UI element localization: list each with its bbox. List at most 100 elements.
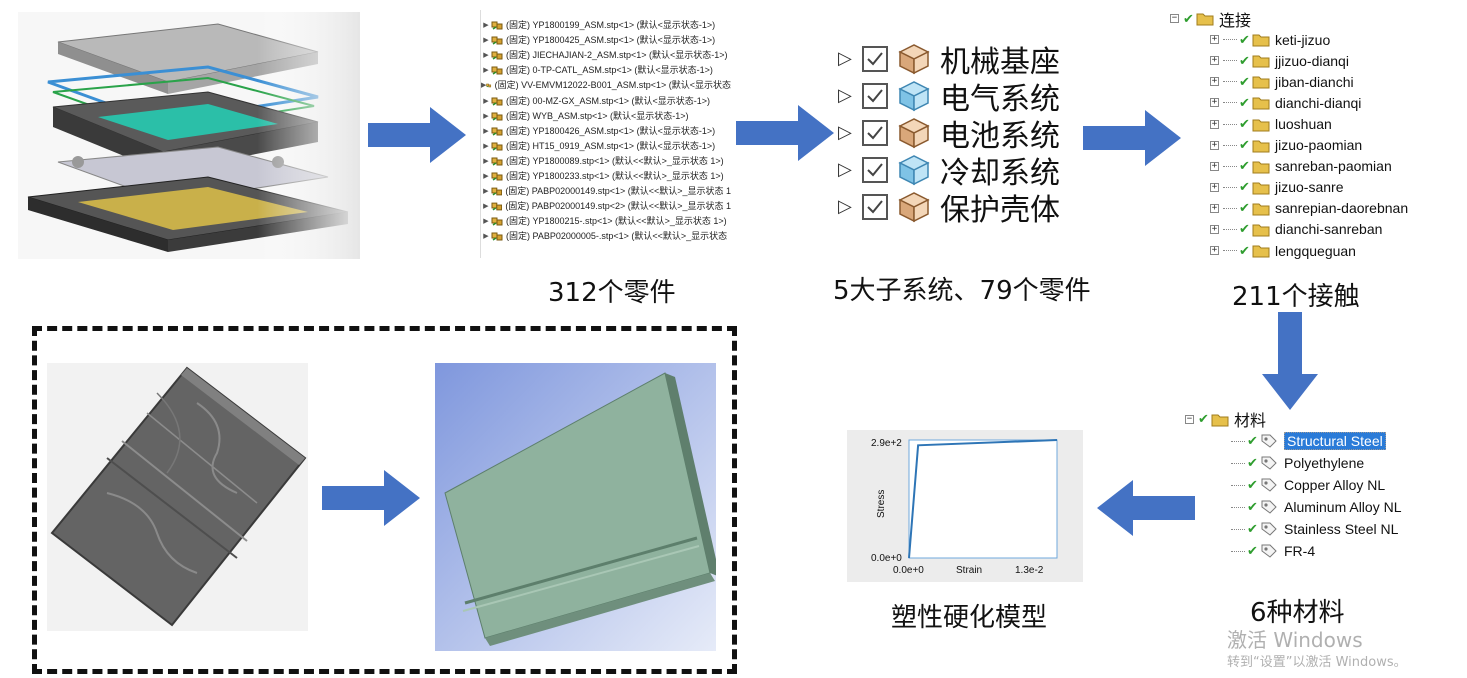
expand-triangle-icon[interactable]: ▶ xyxy=(483,22,489,30)
connections-tree: − ✔ 连接 +✔keti-jizuo+✔jjizuo-dianqi+✔jiba… xyxy=(1170,8,1430,268)
connection-label: sanreban-paomian xyxy=(1275,158,1392,175)
check-icon: ✔ xyxy=(1239,158,1250,174)
check-icon: ✔ xyxy=(1198,411,1209,426)
material-item[interactable]: ✔Structural Steel xyxy=(1185,430,1425,452)
expand-icon[interactable]: + xyxy=(1210,34,1219,45)
check-icon: ✔ xyxy=(1247,455,1258,470)
expand-triangle-icon[interactable]: ▶ xyxy=(483,218,489,226)
caption-subsystems: 5大子系统、79个零件 xyxy=(833,276,1091,306)
connection-item[interactable]: +✔jiban-dianchi xyxy=(1170,71,1430,92)
material-item[interactable]: ✔FR-4 xyxy=(1185,540,1425,562)
expand-icon[interactable]: + xyxy=(1210,160,1219,171)
feature-tree-item[interactable]: ▶(固定) PABP02000149.stp<2> (默认<<默认>_显示状态 … xyxy=(481,199,731,214)
expand-icon[interactable]: + xyxy=(1210,202,1219,213)
checkbox[interactable] xyxy=(862,119,888,146)
collapse-icon[interactable]: − xyxy=(1170,13,1179,24)
expand-icon[interactable]: + xyxy=(1210,139,1219,150)
feature-tree-item[interactable]: ▶(固定) YP1800233.stp<1> (默认<<默认>_显示状态 1>) xyxy=(481,169,731,184)
feature-tree-item[interactable]: ▶ (固定) PABP02000149.stp<1> (默认<<默认>_显示状态 … xyxy=(481,184,731,199)
subsystem-item[interactable]: ▷冷却系统 xyxy=(838,151,1078,191)
expand-icon[interactable]: + xyxy=(1210,223,1219,234)
expand-triangle-icon[interactable]: ▷ xyxy=(838,85,852,105)
feature-tree-item[interactable]: ▶(固定) HT15_0919_ASM.stp<1> (默认<显示状态-1>) xyxy=(481,139,731,154)
material-item[interactable]: ✔Stainless Steel NL xyxy=(1185,518,1425,540)
material-item[interactable]: ✔Copper Alloy NL xyxy=(1185,474,1425,496)
feature-tree-item[interactable]: ▶(固定) PABP02000005-.stp<1> (默认<<默认>_显示状态 xyxy=(481,229,731,244)
materials-root-label: 材料 xyxy=(1234,411,1267,430)
expand-triangle-icon[interactable]: ▷ xyxy=(838,122,852,142)
checkbox[interactable] xyxy=(862,156,888,183)
folder-icon xyxy=(1252,245,1270,258)
expand-triangle-icon[interactable]: ▷ xyxy=(838,196,852,216)
expand-triangle-icon[interactable]: ▶ xyxy=(483,97,489,105)
connection-item[interactable]: + ✔ sanreban-paomian xyxy=(1170,156,1430,177)
connection-item[interactable]: +✔jizuo-paomian xyxy=(1170,135,1430,156)
expand-triangle-icon[interactable]: ▶ xyxy=(481,82,487,90)
checkbox[interactable] xyxy=(862,193,888,220)
check-icon: ✔ xyxy=(1239,179,1250,195)
feature-tree-item[interactable]: ▶(固定) YP1800426_ASM.stp<1> (默认<显示状态-1>) xyxy=(481,124,731,139)
assembly-icon xyxy=(491,142,503,151)
connection-label: lengqueguan xyxy=(1275,242,1356,259)
connection-item[interactable]: +✔jjizuo-dianqi xyxy=(1170,50,1430,71)
expand-icon[interactable]: + xyxy=(1210,76,1219,87)
material-item[interactable]: ✔Polyethylene xyxy=(1185,452,1425,474)
checkbox[interactable] xyxy=(862,45,888,72)
material-item[interactable]: ✔Aluminum Alloy NL xyxy=(1185,496,1425,518)
subsystem-item[interactable]: ▷机械基座 xyxy=(838,40,1078,80)
feature-tree-item[interactable]: ▶(固定) WYB_ASM.stp<1> (默认<显示状态-1>) xyxy=(481,109,731,124)
assembly-icon xyxy=(491,36,503,45)
feature-tree-item[interactable]: ▶(固定) VV-EMVM12022-B001_ASM.stp<1> (默认<显… xyxy=(481,78,731,93)
collapse-icon[interactable]: − xyxy=(1185,413,1194,424)
subsystem-item[interactable]: ▷电气系统 xyxy=(838,77,1078,117)
connection-item[interactable]: +✔dianchi-dianqi xyxy=(1170,92,1430,113)
blue-cube-icon xyxy=(898,80,930,111)
subsystem-list: ▷机械基座▷电气系统▷电池系统▷冷却系统▷保护壳体 xyxy=(838,40,1078,230)
expand-triangle-icon[interactable]: ▶ xyxy=(483,188,489,196)
connection-item[interactable]: +✔lengqueguan xyxy=(1170,240,1430,261)
expand-triangle-icon[interactable]: ▶ xyxy=(483,112,489,120)
folder-icon xyxy=(1252,224,1270,237)
caption-contacts: 211个接触 xyxy=(1232,282,1360,312)
feature-tree-item[interactable]: ▶(固定) YP1800089.stp<1> (默认<<默认>_显示状态 1>) xyxy=(481,154,731,169)
expand-triangle-icon[interactable]: ▶ xyxy=(483,67,489,75)
expand-triangle-icon[interactable]: ▶ xyxy=(483,52,489,60)
expand-triangle-icon[interactable]: ▶ xyxy=(483,203,489,211)
feature-tree-item-label: (固定) PABP02000149.stp<1> (默认<<默认>_显示状态 1 xyxy=(505,186,731,197)
feature-tree-item[interactable]: ▶ (固定) JIECHAJIAN-2_ASM.stp<1> (默认<显示状态-1… xyxy=(481,48,731,63)
tree-connector xyxy=(1223,144,1237,146)
feature-tree-item[interactable]: ▶(固定) YP1800425_ASM.stp<1> (默认<显示状态-1>) xyxy=(481,33,731,48)
connection-item[interactable]: +✔jizuo-sanre xyxy=(1170,177,1430,198)
expand-icon[interactable]: + xyxy=(1210,245,1219,256)
folder-icon xyxy=(1252,140,1270,153)
checkbox[interactable] xyxy=(862,82,888,109)
connection-item[interactable]: +✔dianchi-sanreban xyxy=(1170,219,1430,240)
subsystem-item[interactable]: ▷ 保护壳体 xyxy=(838,188,1078,228)
expand-triangle-icon[interactable]: ▶ xyxy=(483,127,489,135)
connection-item[interactable]: +✔sanrepian-daorebnan xyxy=(1170,198,1430,219)
expand-triangle-icon[interactable]: ▶ xyxy=(483,142,489,150)
feature-tree-item[interactable]: ▶(固定) YP1800215-.stp<1> (默认<<默认>_显示状态 1>… xyxy=(481,214,731,229)
expand-icon[interactable]: + xyxy=(1210,118,1219,129)
assembly-icon xyxy=(491,172,503,181)
feature-tree-item[interactable]: ▶(固定) 00-MZ-GX_ASM.stp<1> (默认<显示状态-1>) xyxy=(481,93,731,108)
connection-item[interactable]: +✔luoshuan xyxy=(1170,113,1430,134)
subsystem-item[interactable]: ▷电池系统 xyxy=(838,114,1078,154)
feature-tree-item[interactable]: ▶(固定) 0-TP-CATL_ASM.stp<1> (默认<显示状态-1>) xyxy=(481,63,731,78)
check-icon: ✔ xyxy=(1239,52,1250,68)
feature-tree-item[interactable]: ▶(固定) YP1800199_ASM.stp<1> (默认<显示状态-1>) xyxy=(481,18,731,33)
subsystem-label: 保护壳体 xyxy=(940,192,1060,228)
expand-triangle-icon[interactable]: ▶ xyxy=(483,37,489,45)
connections-root-label: 连接 xyxy=(1219,10,1252,30)
expand-triangle-icon[interactable]: ▷ xyxy=(838,48,852,68)
expand-triangle-icon[interactable]: ▶ xyxy=(483,172,489,180)
expand-icon[interactable]: + xyxy=(1210,55,1219,66)
expand-triangle-icon[interactable]: ▶ xyxy=(483,233,489,241)
expand-icon[interactable]: + xyxy=(1210,181,1219,192)
connection-label: sanrepian-daorebnan xyxy=(1275,200,1409,217)
expand-triangle-icon[interactable]: ▶ xyxy=(483,157,489,165)
feature-tree-item-label: (固定) JIECHAJIAN-2_ASM.stp<1> (默认<显示状态-1>… xyxy=(506,50,728,61)
connection-item[interactable]: +✔keti-jizuo xyxy=(1170,29,1430,50)
expand-triangle-icon[interactable]: ▷ xyxy=(838,159,852,179)
expand-icon[interactable]: + xyxy=(1210,97,1219,108)
